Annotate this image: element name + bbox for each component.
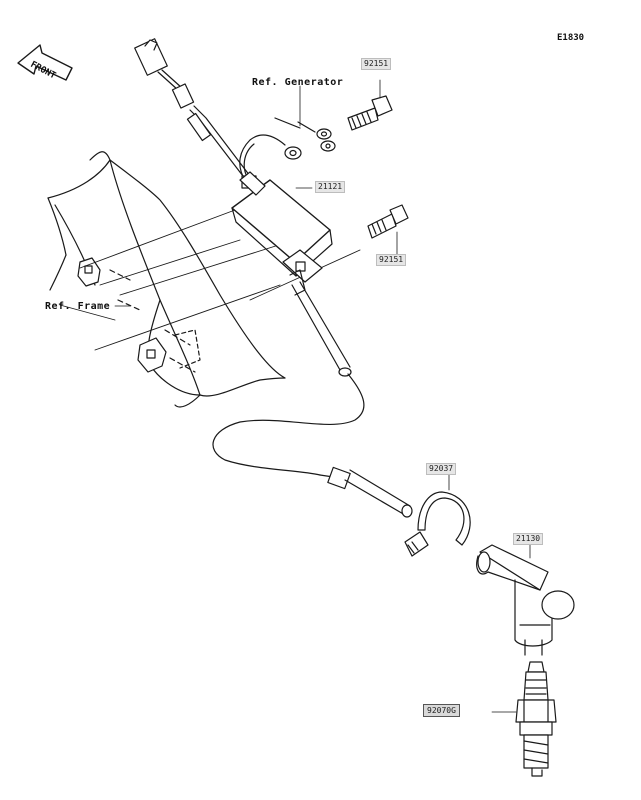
ref-generator-label: Ref. Generator bbox=[252, 77, 344, 88]
frame-tube bbox=[47, 151, 286, 408]
label-leaders bbox=[114, 85, 313, 307]
clamp bbox=[404, 474, 471, 557]
front-arrow-icon: FRONT bbox=[17, 44, 73, 82]
spark-plug bbox=[491, 661, 557, 777]
ignition-coil bbox=[231, 171, 333, 296]
diagram-code: E1830 bbox=[557, 33, 585, 43]
ref-frame-label: Ref. Frame bbox=[45, 301, 111, 312]
part-number-bolt-upper[interactable]: 92151 bbox=[361, 58, 392, 70]
bolt-lower bbox=[367, 204, 409, 255]
spark-plug-cap bbox=[476, 539, 575, 656]
part-number-spark-plug[interactable]: 92070G bbox=[423, 704, 460, 717]
part-number-bolt-lower[interactable]: 92151 bbox=[376, 254, 407, 266]
coil-primary-wire bbox=[134, 38, 251, 181]
part-number-ignition-coil[interactable]: 21121 bbox=[315, 181, 346, 193]
bolt-upper bbox=[347, 79, 393, 131]
part-number-clamp[interactable]: 92037 bbox=[426, 463, 457, 475]
part-number-plug-cap[interactable]: 21130 bbox=[513, 533, 544, 545]
high-tension-lead bbox=[212, 281, 413, 518]
